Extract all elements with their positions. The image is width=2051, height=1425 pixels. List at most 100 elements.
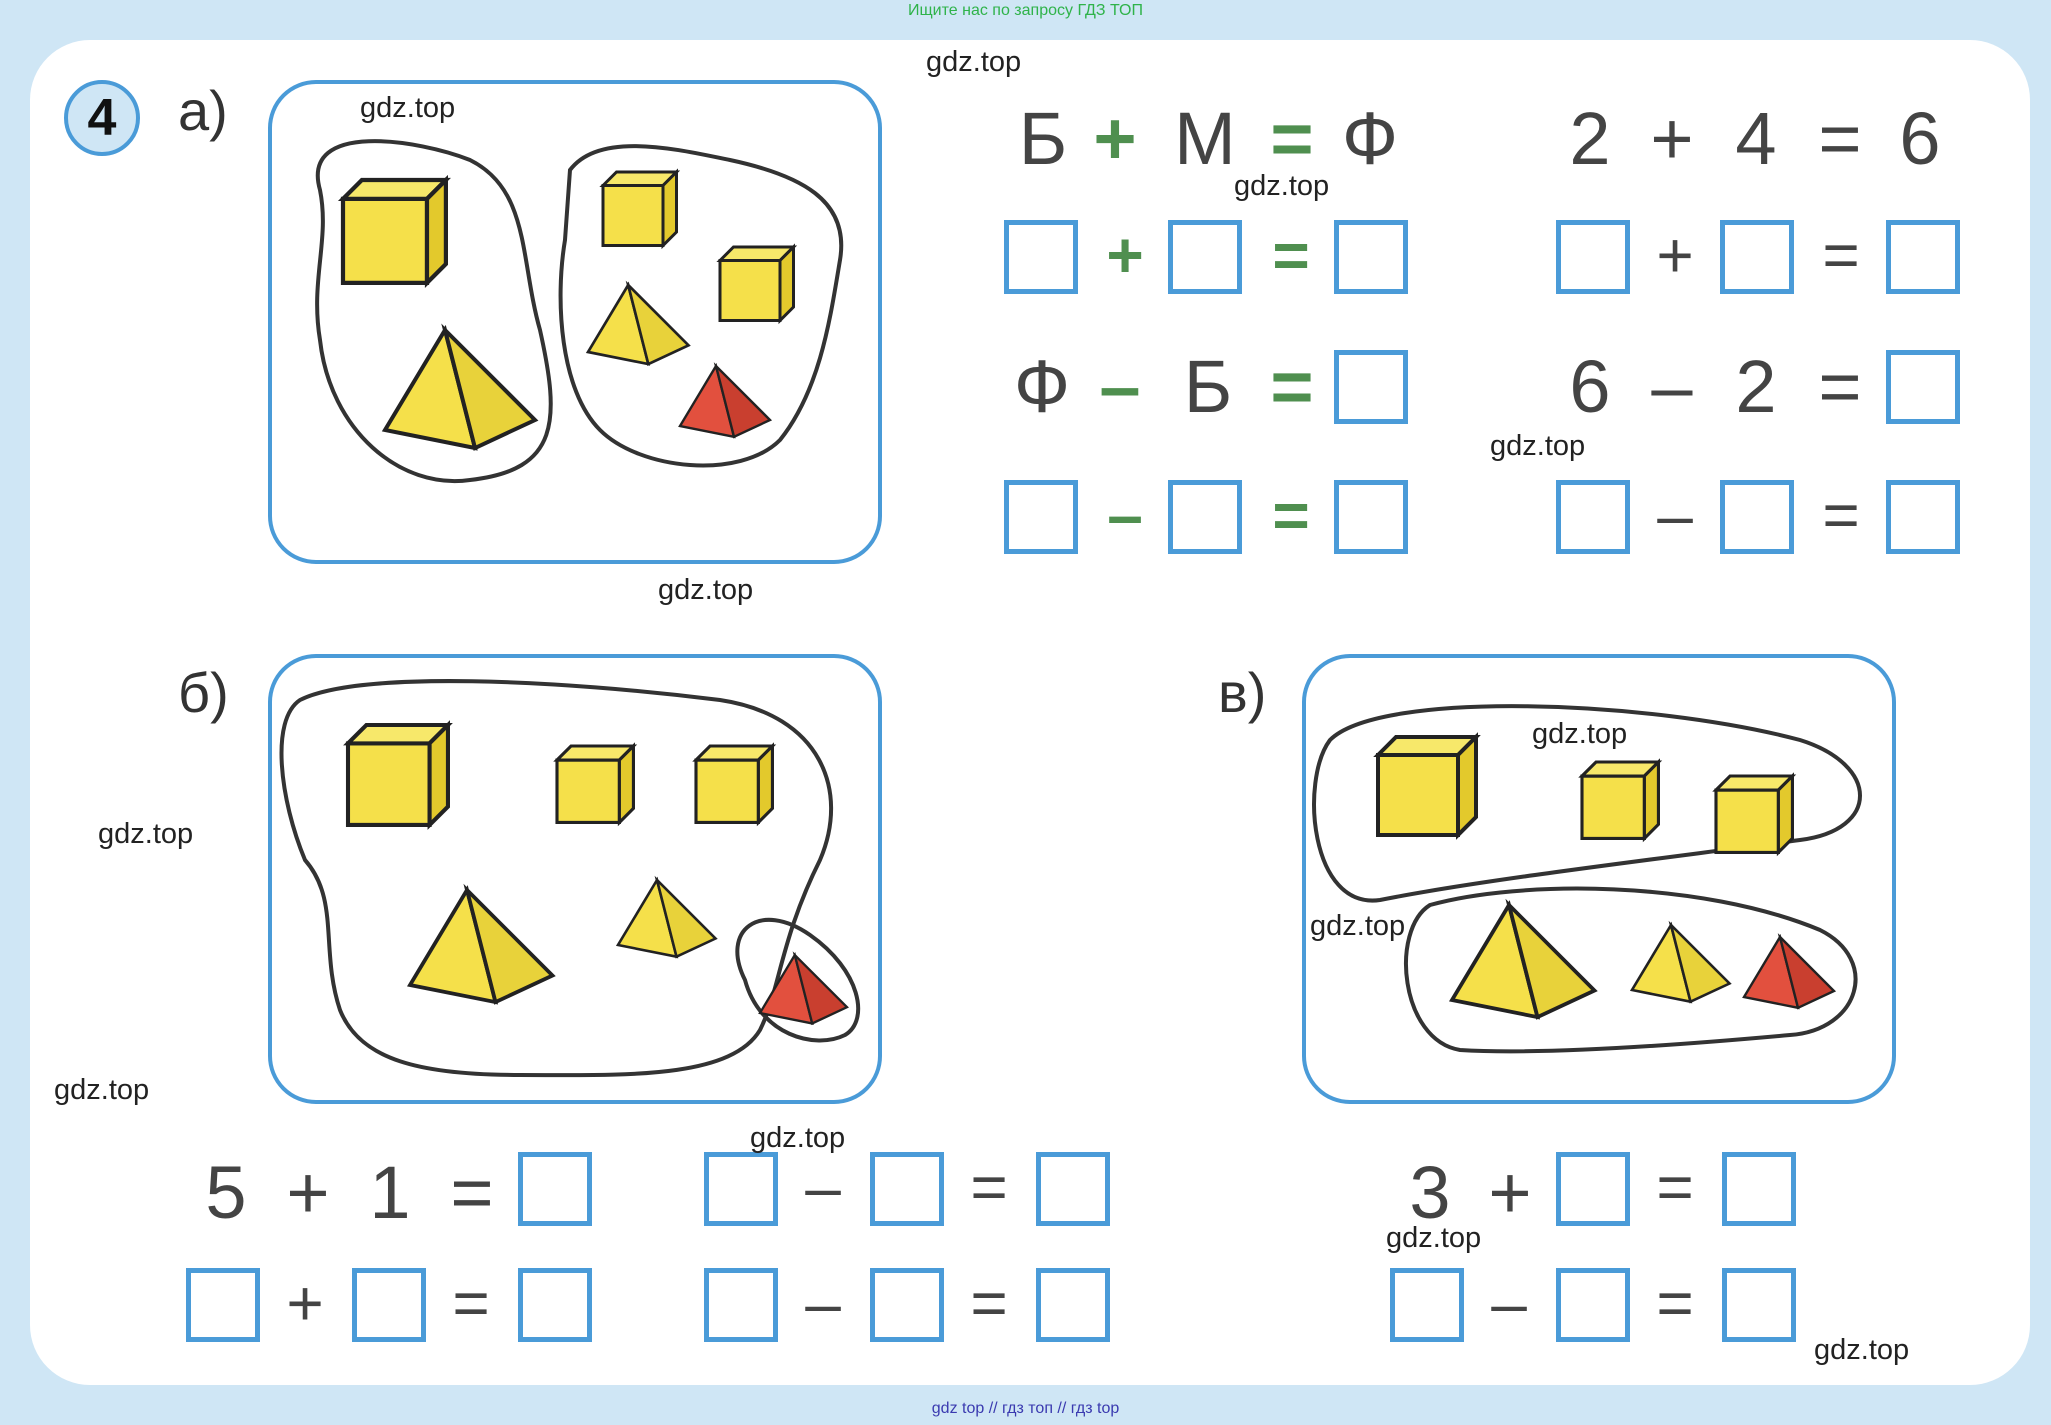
answer-box[interactable] (1390, 1268, 1464, 1342)
pyramid-small (586, 283, 690, 366)
answer-box[interactable] (1720, 480, 1794, 554)
answer-box[interactable] (186, 1268, 260, 1342)
letter-f: Ф (1341, 97, 1399, 180)
answer-box[interactable] (1886, 220, 1960, 294)
cube-small (1580, 760, 1660, 841)
answer-box[interactable] (352, 1268, 426, 1342)
equals-sign: = (452, 1267, 490, 1339)
bottom-banner: gdz top // гдз топ // гдз top (931, 1400, 1120, 1417)
group-outline (279, 679, 834, 1078)
part-v-label: в) (1218, 661, 1267, 724)
equals-sign: = (450, 1151, 494, 1234)
answer-box[interactable] (704, 1268, 778, 1342)
answer-box[interactable] (704, 1152, 778, 1226)
answer-box[interactable] (518, 1268, 592, 1342)
answer-box[interactable] (1334, 350, 1408, 424)
watermark: gdz.top (1310, 910, 1406, 942)
watermark: gdz.top (98, 818, 194, 850)
minus-sign: – (1099, 345, 1141, 428)
answer-box[interactable] (1036, 1152, 1110, 1226)
answer-box[interactable] (1556, 220, 1630, 294)
watermark: gdz.top (658, 574, 754, 606)
group-outline (558, 144, 844, 468)
digit: 6 (1899, 97, 1941, 180)
pyramid-large (408, 888, 555, 1004)
watermark: gdz.top (750, 1122, 846, 1154)
plus-sign: + (1656, 219, 1694, 291)
answer-box[interactable] (1886, 480, 1960, 554)
letter-m: М (1174, 97, 1236, 180)
equals-sign: = (1272, 479, 1310, 551)
digit: 5 (205, 1151, 247, 1234)
answer-box[interactable] (518, 1152, 592, 1226)
answer-box[interactable] (870, 1268, 944, 1342)
minus-sign: – (805, 1151, 841, 1223)
pyramid-small (616, 878, 717, 959)
answer-box[interactable] (1556, 1268, 1630, 1342)
group-outline (735, 917, 861, 1043)
answer-box[interactable] (1004, 220, 1078, 294)
cube-small (555, 744, 636, 825)
answer-box[interactable] (1004, 480, 1078, 554)
answer-box[interactable] (1036, 1268, 1110, 1342)
cube-large (348, 725, 448, 825)
equals-sign: = (1270, 345, 1314, 428)
part-b-label: б) (178, 661, 229, 724)
answer-box[interactable] (1556, 480, 1630, 554)
watermark: gdz.top (1234, 170, 1330, 202)
panel-v (1302, 654, 1896, 1104)
minus-sign: – (1491, 1267, 1527, 1339)
answer-box[interactable] (1722, 1268, 1796, 1342)
answer-box[interactable] (1556, 1152, 1630, 1226)
answer-box[interactable] (1886, 350, 1960, 424)
equals-sign: = (1272, 219, 1310, 291)
watermark: gdz.top (1386, 1222, 1482, 1254)
answer-box[interactable] (1720, 220, 1794, 294)
answer-box[interactable] (1334, 480, 1408, 554)
cube-small (718, 245, 795, 322)
answer-box[interactable] (1168, 220, 1242, 294)
minus-sign: – (1107, 479, 1143, 551)
plus-sign: + (1093, 97, 1137, 180)
equals-sign: = (1818, 97, 1862, 180)
answer-box[interactable] (1722, 1152, 1796, 1226)
group-outline (315, 139, 553, 484)
digit: 4 (1735, 97, 1777, 180)
pyramid-red (678, 364, 772, 438)
plus-sign: + (1488, 1151, 1532, 1234)
cube-small (1714, 774, 1794, 855)
answer-box[interactable] (1168, 480, 1242, 554)
group-outline (1312, 704, 1862, 903)
digit: 3 (1409, 1151, 1451, 1234)
minus-sign: – (805, 1267, 841, 1339)
cube-large (1376, 735, 1478, 837)
digit: 2 (1569, 97, 1611, 180)
letter-b: Б (1018, 97, 1068, 180)
plus-sign: + (286, 1151, 330, 1234)
digit: 2 (1735, 345, 1777, 428)
minus-sign: – (1651, 345, 1693, 428)
plus-sign: + (1650, 97, 1694, 180)
equals-sign: = (970, 1267, 1008, 1339)
watermark: gdz.top (54, 1074, 150, 1106)
cube-large (343, 180, 446, 283)
answer-box[interactable] (870, 1152, 944, 1226)
equals-sign: = (1822, 479, 1860, 551)
plus-sign: + (1106, 219, 1144, 291)
pyramid-small (1630, 923, 1731, 1004)
watermark: gdz.top (1532, 718, 1628, 750)
equals-sign: = (1818, 345, 1862, 428)
watermark: gdz.top (1490, 430, 1586, 462)
watermark: gdz.top (926, 46, 1022, 78)
watermark: gdz.top (1814, 1334, 1910, 1366)
pyramid-red (758, 953, 849, 1025)
part-a-label: а) (178, 79, 228, 142)
pyramid-large (1450, 903, 1597, 1019)
answer-box[interactable] (1334, 220, 1408, 294)
equals-sign: = (970, 1151, 1008, 1223)
digit: 1 (369, 1151, 411, 1234)
plus-sign: + (286, 1267, 324, 1339)
equals-sign: = (1656, 1151, 1694, 1223)
cube-small (694, 744, 775, 825)
